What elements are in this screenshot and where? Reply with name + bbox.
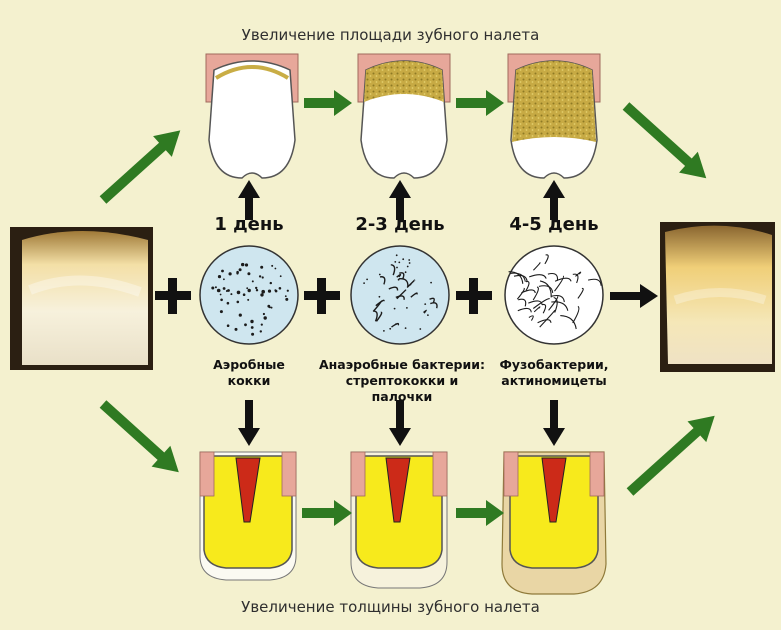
green-arrow-diagonal-icon (94, 120, 190, 210)
stage-1-label-line1: Аэробные (194, 357, 304, 373)
green-arrow-right-icon (302, 500, 352, 526)
plus-icon (456, 278, 492, 314)
tooth-photo-right (660, 222, 775, 372)
title-top: Увеличение площади зубного налета (0, 26, 781, 44)
stage-2-day: 2-3 день (325, 214, 475, 235)
stage-3-day: 4-5 день (479, 214, 629, 235)
green-arrow-diagonal-icon (621, 405, 724, 502)
title-bottom: Увеличение толщины зубного налета (0, 598, 781, 616)
stage-2-label: Анаэробные бактерии: стрептококки и пало… (316, 357, 488, 405)
arrow-right-icon (610, 284, 658, 308)
stage-1-label-line2: кокки (194, 373, 304, 389)
stage-1-day: 1 день (174, 214, 324, 235)
arrow-down-icon (389, 400, 411, 446)
bottom-tooth-3 (502, 452, 606, 594)
top-tooth-1 (206, 54, 298, 178)
tooth-photo-left (10, 227, 153, 370)
top-tooth-3 (508, 54, 600, 178)
arrow-down-icon (238, 400, 260, 446)
bacteria-circle-2 (351, 246, 449, 344)
bacteria-circle-1 (200, 246, 298, 344)
green-arrow-diagonal-icon (94, 394, 189, 483)
plus-icon (304, 278, 340, 314)
green-arrow-diagonal-icon (617, 96, 716, 189)
plus-icon (155, 278, 191, 314)
stage-3-label-line2: актиномицеты (494, 373, 614, 389)
green-arrow-right-icon (456, 90, 504, 116)
stage-1-label: Аэробные кокки (194, 357, 304, 389)
green-arrow-right-icon (304, 90, 352, 116)
top-tooth-2 (358, 54, 450, 178)
bacteria-circle-3 (505, 246, 603, 344)
stage-2-label-line2: стрептококки и палочки (316, 373, 488, 405)
stage-3-label-line1: Фузобактерии, (494, 357, 614, 373)
stage-2-label-line1: Анаэробные бактерии: (316, 357, 488, 373)
bottom-tooth-2 (351, 452, 447, 588)
bottom-tooth-1 (200, 452, 296, 580)
arrow-down-icon (543, 400, 565, 446)
green-arrow-right-icon (456, 500, 504, 526)
stage-3-label: Фузобактерии, актиномицеты (494, 357, 614, 389)
